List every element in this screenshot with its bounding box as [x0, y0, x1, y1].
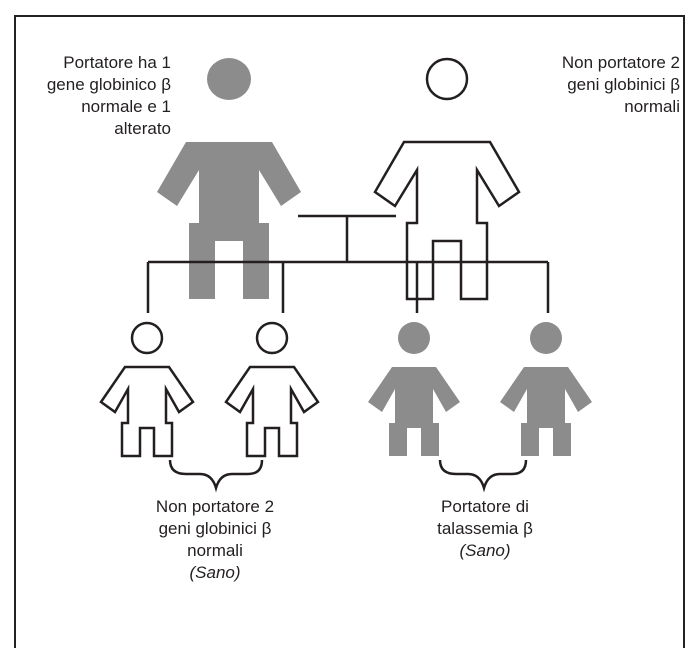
- diagram-frame: [14, 15, 685, 648]
- carrier-children-label: Portatore di talassemia β (Sano): [395, 496, 575, 562]
- brace-carriers: [438, 459, 528, 493]
- mother-label: Non portatore 2 geni globinici β normali: [561, 53, 680, 116]
- pedigree-lines: [146, 214, 550, 313]
- mother-head: [425, 57, 469, 101]
- non-carrier-children-label: Non portatore 2 geni globinici β normali…: [120, 496, 310, 584]
- father-label: Portatore ha 1 gene globinico β normale …: [46, 53, 171, 138]
- father-head: [207, 58, 251, 100]
- brace-non-carriers: [168, 459, 264, 493]
- father-figure: [157, 58, 301, 299]
- child-4-figure: [500, 322, 592, 456]
- child-3-figure: [368, 322, 460, 456]
- mother-figure: [373, 57, 521, 301]
- healthy-status: (Sano): [189, 563, 241, 582]
- child-2-figure: [224, 321, 320, 458]
- healthy-status: (Sano): [459, 541, 511, 560]
- child-1-figure: [99, 321, 195, 458]
